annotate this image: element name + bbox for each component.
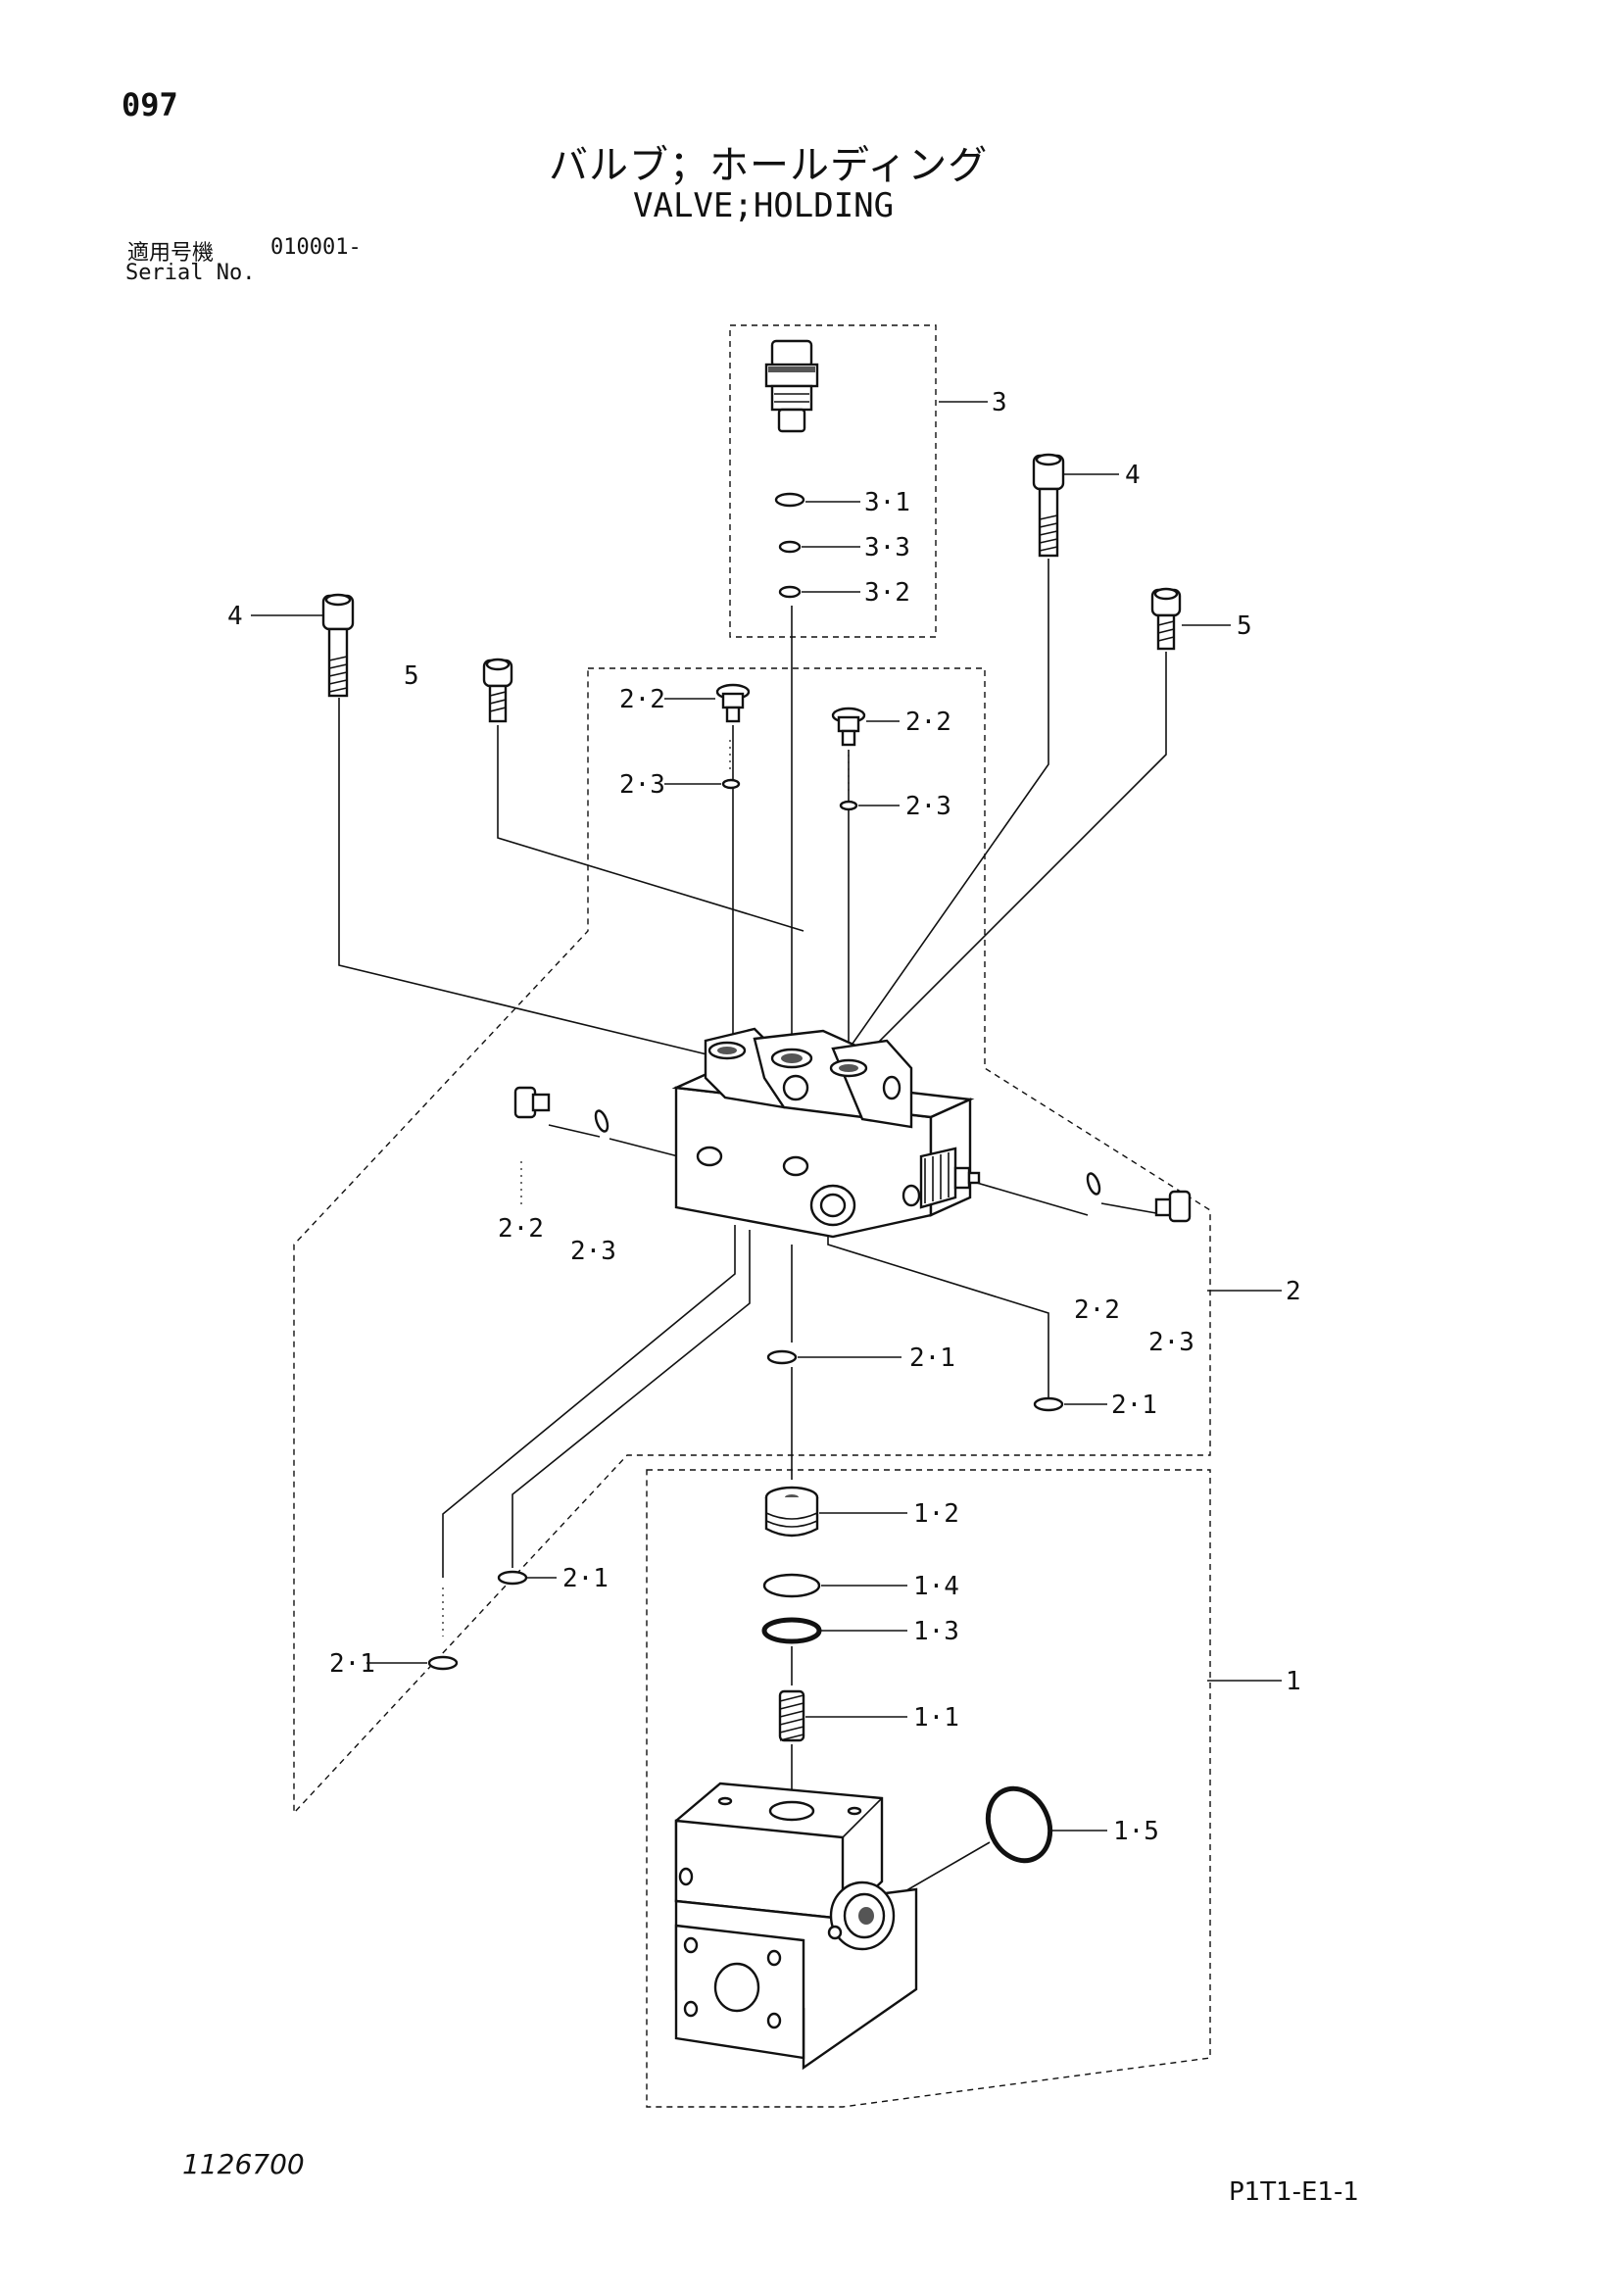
- o-ring-1-5: [985, 1785, 1053, 1864]
- o-ring-2-3-left: [594, 1109, 609, 1133]
- callout-2-3-left: 2·3: [570, 1237, 616, 1266]
- callout-2-1-center: 2·1: [909, 1343, 955, 1373]
- o-ring-2-1-right: [1033, 1396, 1064, 1412]
- part-1-2-piston: [764, 1486, 819, 1538]
- spring-1-1: [778, 1689, 805, 1742]
- bolt-4-right: [1032, 453, 1065, 558]
- callout-3-1: 3·1: [864, 488, 910, 517]
- callout-2-2-top-left: 2·2: [619, 685, 665, 714]
- o-ring-3-3: [778, 540, 802, 554]
- o-ring-2-3-right: [1086, 1172, 1101, 1196]
- group-box-1: [646, 1469, 1211, 2108]
- bolt-5-left: [482, 658, 513, 723]
- title-english: VALVE;HOLDING: [633, 186, 895, 225]
- serial-label-english: Serial No.: [125, 261, 256, 285]
- callout-2-2-top-right: 2·2: [905, 708, 951, 737]
- callout-2-3-top-left: 2·3: [619, 770, 665, 800]
- callout-4-right: 4: [1125, 461, 1141, 490]
- callout-4-left: 4: [227, 602, 243, 631]
- callout-3: 3: [992, 388, 1007, 417]
- plug-2-2-right: [1154, 1190, 1192, 1223]
- o-ring-2-3-top-left: [721, 778, 741, 790]
- callout-1-3: 1·3: [913, 1617, 959, 1646]
- callout-1-4: 1·4: [913, 1572, 959, 1601]
- serial-number-value: 010001-: [270, 235, 362, 260]
- callout-5-left: 5: [404, 661, 419, 691]
- serial-label-japanese: 適用号機: [127, 241, 215, 266]
- o-ring-3-2: [778, 585, 802, 599]
- callout-1-2: 1·2: [913, 1499, 959, 1529]
- o-ring-3-1: [774, 492, 805, 508]
- ring-1-4: [762, 1573, 821, 1598]
- callout-1-5: 1·5: [1113, 1817, 1159, 1846]
- callout-2-1-left-upper: 2·1: [562, 1564, 609, 1593]
- callout-2-2-left: 2·2: [498, 1214, 544, 1244]
- callout-2-1-left-lower: 2·1: [329, 1649, 375, 1679]
- callout-2-3-top-right: 2·3: [905, 792, 951, 821]
- callout-1-1: 1·1: [913, 1703, 959, 1733]
- callout-2-1-right: 2·1: [1111, 1391, 1157, 1420]
- plug-2-2-left: [513, 1086, 551, 1119]
- callout-2-2-right: 2·2: [1074, 1295, 1120, 1325]
- o-ring-2-1-center: [766, 1349, 798, 1365]
- bolt-4-left: [321, 593, 355, 698]
- connecting-lines: [338, 559, 1167, 1897]
- part-2-valve-block: [671, 1027, 981, 1239]
- title-japanese: バルブ；ホールディング: [549, 143, 989, 188]
- plug-2-2-top-left: [715, 683, 751, 723]
- sheet-code: P1T1-E1-1: [1229, 2177, 1359, 2207]
- part-3-valve-cartridge: [764, 339, 819, 433]
- callout-5-right: 5: [1237, 611, 1252, 641]
- o-ring-2-1-left-lower: [427, 1655, 459, 1671]
- group-box-2: [293, 667, 1211, 1815]
- o-ring-1-3: [761, 1617, 822, 1644]
- callout-3-3: 3·3: [864, 533, 910, 562]
- page-number: 097: [122, 86, 178, 123]
- callout-2-3-right: 2·3: [1148, 1328, 1194, 1357]
- o-ring-2-3-top-right: [839, 800, 858, 811]
- drawing-number: 1126700: [182, 2148, 305, 2180]
- callout-1: 1: [1286, 1667, 1301, 1696]
- part-1-valve-body: [674, 1782, 918, 2071]
- plug-2-2-top-right: [831, 707, 866, 747]
- bolt-5-right: [1150, 587, 1182, 651]
- group-box-3: [729, 324, 937, 638]
- o-ring-2-1-left-upper: [497, 1570, 528, 1586]
- callout-3-2: 3·2: [864, 578, 910, 608]
- callout-leaders: [251, 401, 1282, 1832]
- callout-2: 2: [1286, 1277, 1301, 1306]
